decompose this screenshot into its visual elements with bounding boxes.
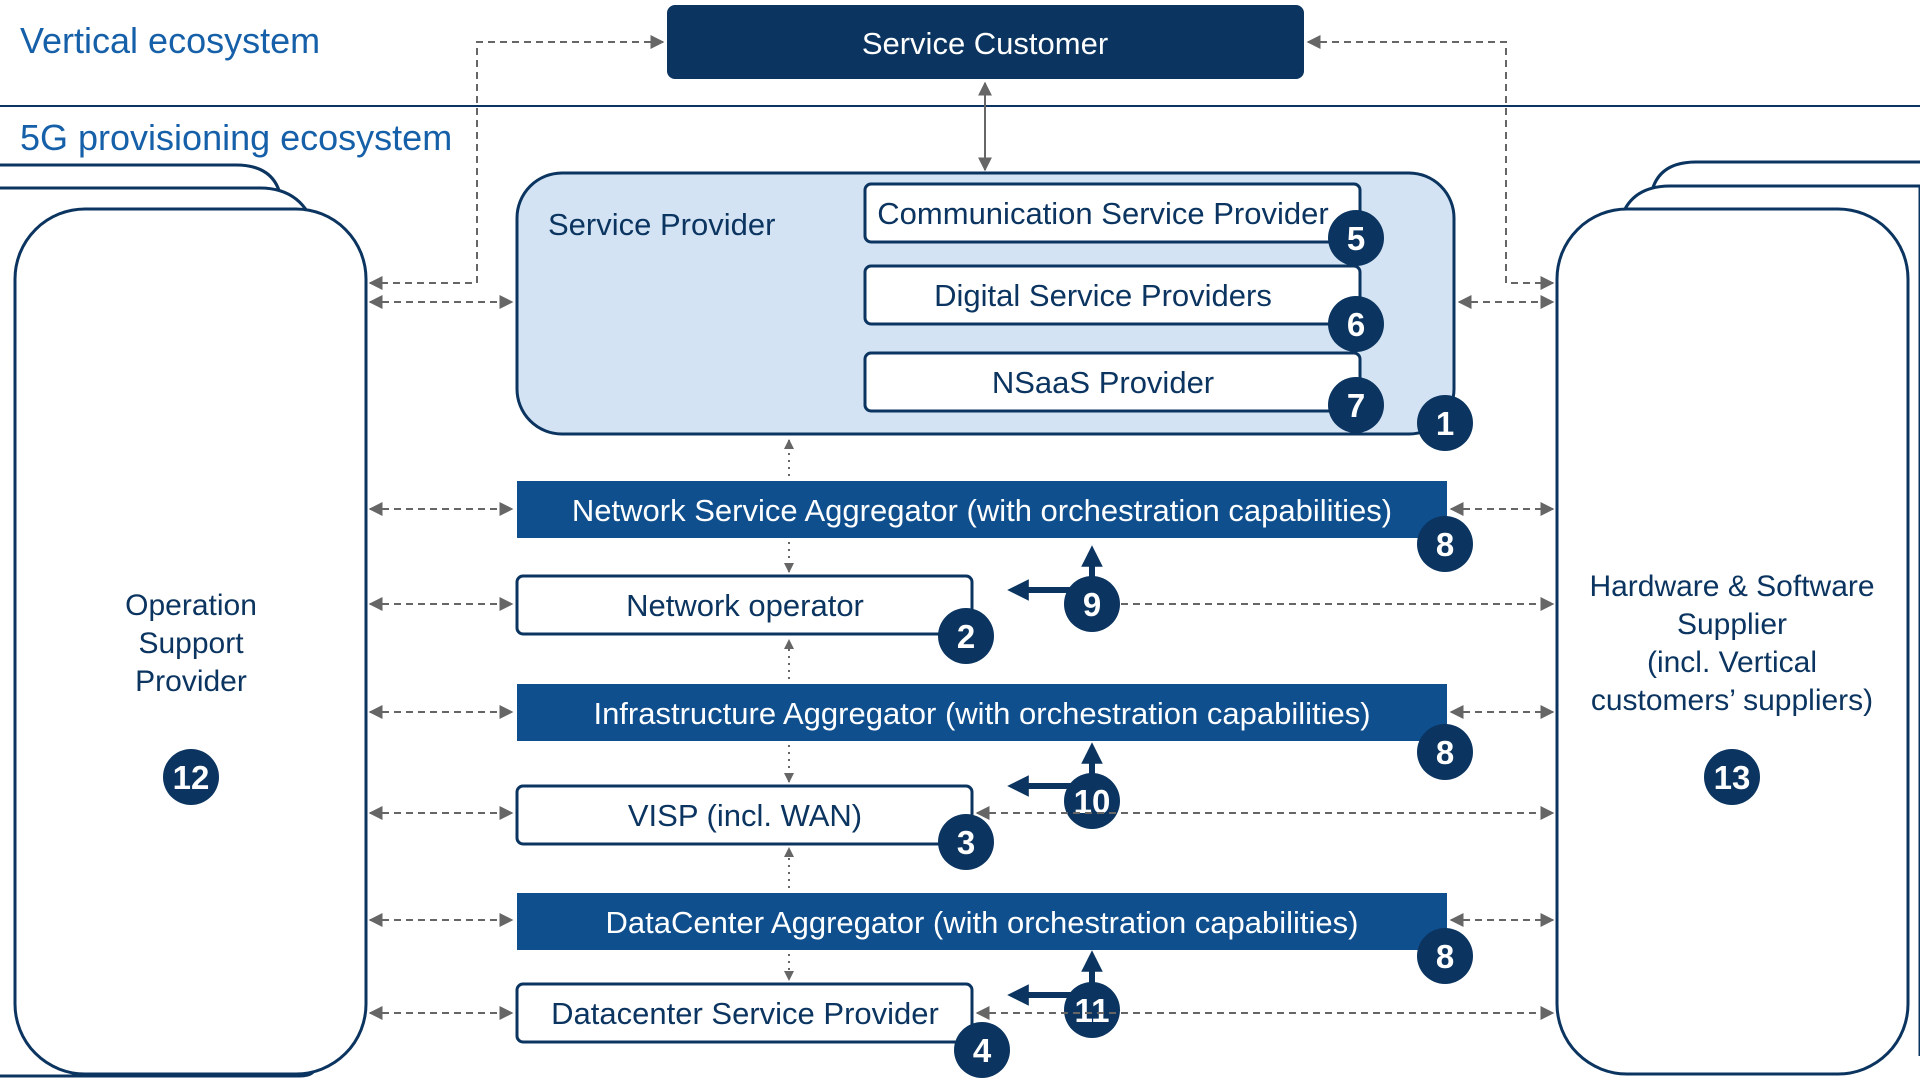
- connector-lines: [368, 35, 1555, 1020]
- hardware-software-supplier-line-4: customers’ suppliers): [1591, 684, 1873, 717]
- badge-1-number: 1: [1436, 405, 1454, 442]
- operation-support-provider-line-1: Operation: [125, 589, 257, 622]
- badge-8-infrastructure: [1417, 724, 1473, 780]
- network-service-aggregator-box: [517, 481, 1447, 538]
- badge-9-number: 9: [1083, 586, 1101, 623]
- operation-support-provider-stack: [0, 163, 368, 1078]
- heading-vertical-ecosystem: Vertical ecosystem: [20, 20, 320, 61]
- digital-service-providers-box: [863, 264, 1362, 326]
- badge-12-number: 12: [173, 759, 210, 796]
- badge-2: [938, 608, 994, 664]
- datacenter-aggregator-box: [517, 893, 1447, 950]
- badge-1: [1417, 395, 1473, 451]
- communication-service-provider-label: Communication Service Provider: [877, 196, 1328, 231]
- service-customer-box: [667, 5, 1304, 79]
- badge-8-infrastructure-number: 8: [1436, 734, 1454, 771]
- infrastructure-aggregator-box: [517, 684, 1447, 741]
- hardware-software-supplier-line-3: (incl. Vertical: [1647, 646, 1817, 679]
- badge-8-network-service: [1417, 516, 1473, 572]
- badge-12: [163, 749, 219, 805]
- service-provider-label: Service Provider: [548, 207, 775, 242]
- datacenter-aggregator-label: DataCenter Aggregator (with orchestratio…: [606, 905, 1359, 940]
- badge-4: [954, 1022, 1010, 1078]
- badge-4-number: 4: [973, 1032, 992, 1069]
- badge-8-datacenter-number: 8: [1436, 938, 1454, 975]
- heading-provisioning-ecosystem: 5G provisioning ecosystem: [20, 117, 452, 158]
- orchestration-arrow-9: [1007, 545, 1120, 632]
- datacenter-service-provider-box: [515, 982, 974, 1044]
- badge-13-number: 13: [1714, 759, 1751, 796]
- badge-6: [1328, 296, 1384, 352]
- badge-8-datacenter: [1417, 928, 1473, 984]
- hardware-software-supplier-stack: [1555, 160, 1920, 1076]
- badge-3-number: 3: [957, 824, 975, 861]
- badge-5-number: 5: [1347, 220, 1365, 257]
- badge-13: [1704, 749, 1760, 805]
- operation-support-provider-line-3: Provider: [135, 665, 247, 698]
- badge-3: [938, 814, 994, 870]
- service-customer-label: Service Customer: [862, 26, 1108, 61]
- infrastructure-aggregator-label: Infrastructure Aggregator (with orchestr…: [593, 696, 1370, 731]
- datacenter-service-provider-label: Datacenter Service Provider: [551, 996, 939, 1031]
- badge-2-number: 2: [957, 618, 975, 655]
- badge-11-number: 11: [1075, 992, 1110, 1029]
- nsaas-provider-label: NSaaS Provider: [992, 365, 1214, 400]
- badge-6-number: 6: [1347, 306, 1365, 343]
- visp-label: VISP (incl. WAN): [628, 798, 862, 833]
- badge-8-network-service-number: 8: [1436, 526, 1454, 563]
- hardware-software-supplier-line-1: Hardware & Software: [1589, 570, 1874, 603]
- hardware-software-supplier-line-2: Supplier: [1677, 608, 1787, 641]
- badge-7-number: 7: [1347, 387, 1365, 424]
- badge-10-number: 10: [1074, 783, 1111, 820]
- badge-7: [1328, 377, 1384, 433]
- operation-support-provider-line-2: Support: [138, 627, 244, 660]
- network-operator-label: Network operator: [626, 588, 864, 623]
- digital-service-providers-label: Digital Service Providers: [934, 278, 1272, 313]
- network-operator-box: [515, 574, 974, 636]
- network-service-aggregator-label: Network Service Aggregator (with orchest…: [572, 493, 1392, 528]
